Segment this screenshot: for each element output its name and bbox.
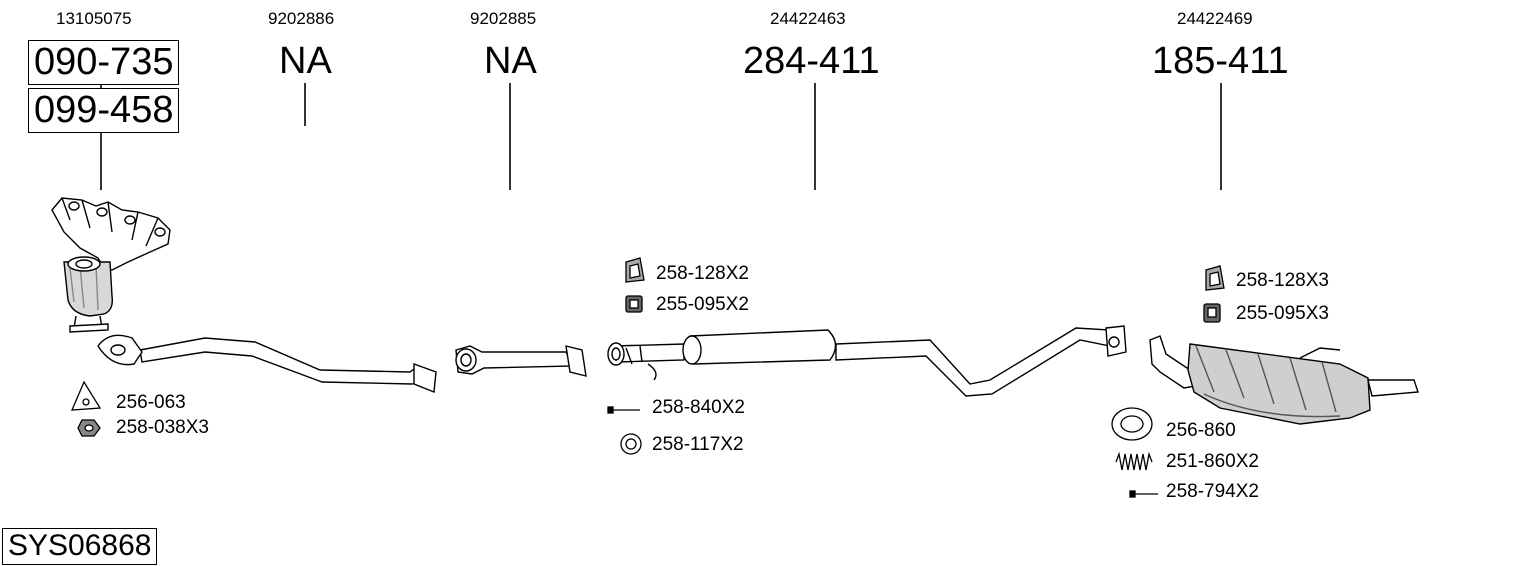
- rubber-mount-icon: [1205, 265, 1225, 291]
- bolt-icon: [607, 406, 640, 414]
- system-code: SYS06868: [2, 528, 158, 565]
- centre-silencer-part: [607, 325, 1127, 397]
- oem-number-manifold: 13105075: [56, 9, 132, 28]
- gasket-icon: [70, 380, 102, 411]
- oem-number-rear-silencer: 24422469: [1177, 9, 1253, 28]
- rear-silencer-part: [1149, 335, 1419, 425]
- part-number-centre-silencer[interactable]: 284-411: [743, 40, 880, 82]
- bolt-icon: [1129, 490, 1158, 498]
- rubber-block-icon: [625, 295, 643, 313]
- front-pipe-part: [97, 334, 437, 393]
- accessory-label[interactable]: 255-095X3: [1236, 303, 1329, 324]
- rubber-mount-icon: [625, 257, 645, 283]
- cone-gasket-icon: [1111, 407, 1153, 441]
- spring-icon: [1115, 451, 1153, 471]
- accessory-label[interactable]: 258-038X3: [116, 417, 209, 438]
- oem-number-intermediate-pipe: 9202885: [470, 9, 537, 28]
- part-number-front-pipe[interactable]: NA: [279, 40, 332, 82]
- accessory-label[interactable]: 258-840X2: [652, 397, 745, 418]
- accessory-label[interactable]: 258-128X3: [1236, 270, 1329, 291]
- ring-gasket-icon: [620, 433, 642, 455]
- intermediate-pipe-part: [455, 345, 587, 377]
- part-number-connector[interactable]: 099-458: [28, 88, 180, 133]
- accessory-label[interactable]: 256-860: [1166, 420, 1236, 441]
- part-number-rear-silencer[interactable]: 185-411: [1152, 40, 1289, 82]
- part-number-intermediate-pipe[interactable]: NA: [484, 40, 537, 82]
- accessory-label[interactable]: 251-860X2: [1166, 451, 1259, 472]
- accessory-label[interactable]: 258-117X2: [652, 434, 744, 455]
- nut-icon: [77, 419, 101, 437]
- accessory-label[interactable]: 258-128X2: [656, 263, 749, 284]
- manifold-catalyst-part: [51, 197, 171, 333]
- accessory-label[interactable]: 258-794X2: [1166, 481, 1259, 502]
- oem-number-front-pipe: 9202886: [268, 9, 335, 28]
- accessory-label[interactable]: 255-095X2: [656, 294, 749, 315]
- oem-number-centre-silencer: 24422463: [770, 9, 846, 28]
- rubber-block-icon: [1203, 303, 1221, 323]
- part-number-manifold[interactable]: 090-735: [28, 40, 180, 85]
- accessory-label[interactable]: 256-063: [116, 392, 186, 413]
